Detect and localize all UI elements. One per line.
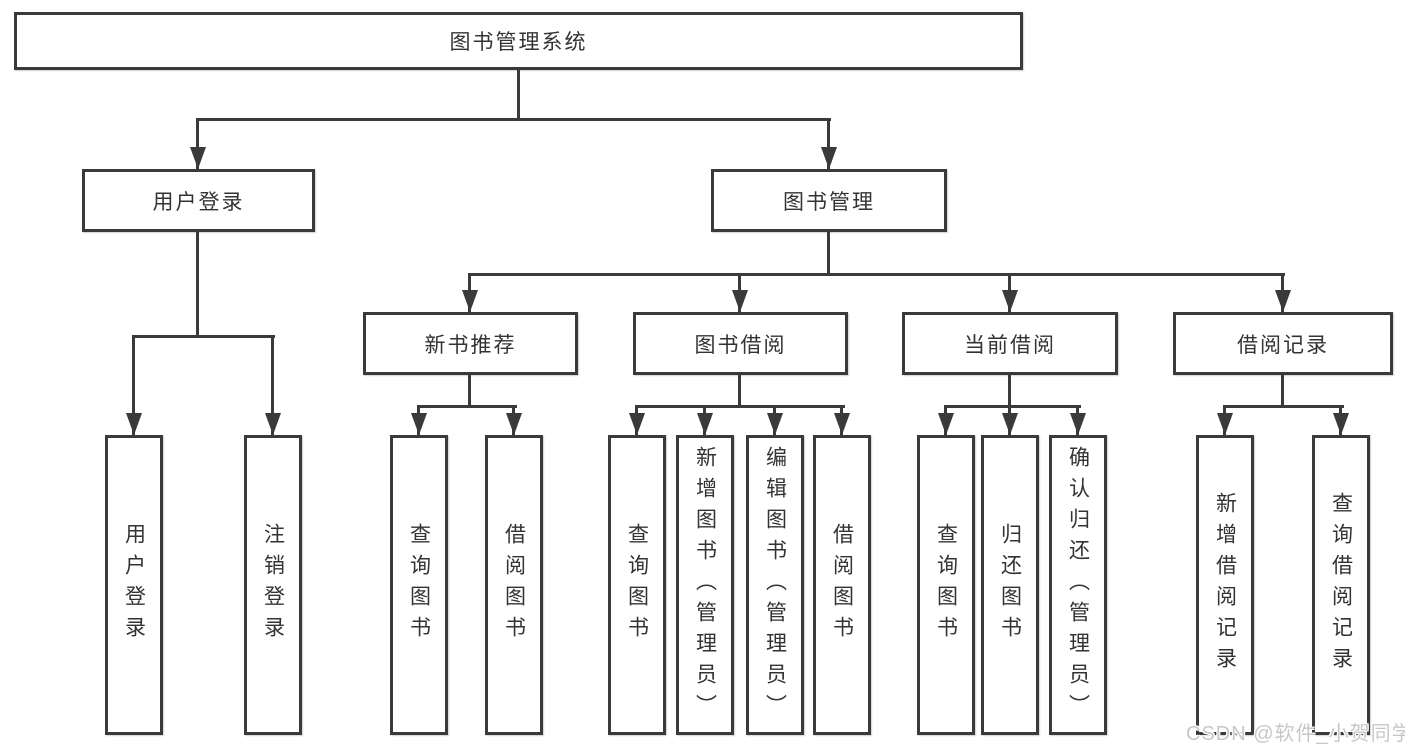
node-book-management: 图书管理 bbox=[711, 169, 947, 232]
arrow-g2-query-books bbox=[417, 405, 420, 435]
leaf-g4-return-books: 归还图书 bbox=[981, 435, 1039, 735]
arrow-g4-query-books bbox=[944, 405, 947, 435]
arrow-to-book-borrow bbox=[738, 273, 741, 312]
connector-new-book-stub bbox=[468, 375, 471, 407]
arrow-g2-borrow-books bbox=[512, 405, 515, 435]
arrow-g4-return-books bbox=[1008, 405, 1011, 435]
node-book-borrow: 图书借阅 bbox=[633, 312, 848, 375]
leaf-g4-query-books-label: 查询图书 bbox=[934, 523, 958, 647]
node-borrow-records-label: 借阅记录 bbox=[1237, 333, 1329, 357]
leaf-user-login: 用户登录 bbox=[105, 435, 163, 735]
arrow-to-current-borrow bbox=[1008, 273, 1011, 312]
csdn-watermark: CSDN @软件_小贺同学 bbox=[1186, 723, 1405, 745]
leaf-g4-confirm-return-admin: 确认归还（管理员） bbox=[1049, 435, 1107, 735]
node-current-borrow: 当前借阅 bbox=[902, 312, 1118, 375]
node-book-borrow-label: 图书借阅 bbox=[694, 333, 787, 357]
arrow-g3-query-books bbox=[635, 405, 638, 435]
leaf-g2-query-books: 查询图书 bbox=[390, 435, 448, 735]
arrow-to-new-book-recommend bbox=[468, 273, 471, 312]
arrow-to-book-management bbox=[827, 118, 830, 169]
arrow-to-leaf-user-login bbox=[132, 335, 135, 435]
arrow-to-borrow-records bbox=[1281, 273, 1284, 312]
connector-book-borrow-rail bbox=[636, 405, 845, 408]
leaf-g3-edit-books-admin-label: 编辑图书（管理员） bbox=[763, 445, 787, 725]
connector-borrow-records-rail bbox=[1224, 405, 1344, 408]
leaf-g3-add-books-admin: 新增图书（管理员） bbox=[676, 435, 734, 735]
leaf-g4-return-books-label: 归还图书 bbox=[998, 523, 1022, 647]
node-root-label: 图书管理系统 bbox=[449, 31, 588, 54]
node-user-login: 用户登录 bbox=[82, 169, 315, 232]
arrow-g5-add-record bbox=[1223, 405, 1226, 435]
node-current-borrow-label: 当前借阅 bbox=[964, 333, 1056, 357]
arrow-to-user-login bbox=[196, 118, 199, 169]
leaf-g5-query-borrow-record-label: 查询借阅记录 bbox=[1329, 492, 1353, 678]
leaf-logout-label: 注销登录 bbox=[261, 523, 285, 647]
connector-root-stub bbox=[517, 70, 520, 118]
leaf-g2-query-books-label: 查询图书 bbox=[407, 523, 431, 647]
connector-level3-rail bbox=[469, 273, 1285, 276]
leaf-g4-confirm-return-admin-label: 确认归还（管理员） bbox=[1066, 445, 1090, 725]
arrow-g3-add-books bbox=[703, 405, 706, 435]
arrow-g3-edit-books bbox=[773, 405, 776, 435]
leaf-user-login-label: 用户登录 bbox=[122, 523, 146, 647]
leaf-g3-borrow-books: 借阅图书 bbox=[813, 435, 871, 735]
leaf-g2-borrow-books: 借阅图书 bbox=[485, 435, 543, 735]
leaf-g5-add-borrow-record: 新增借阅记录 bbox=[1196, 435, 1254, 735]
connector-book-management-stub bbox=[827, 232, 830, 276]
connector-level2-rail bbox=[197, 118, 831, 121]
leaf-g4-query-books: 查询图书 bbox=[917, 435, 975, 735]
connector-user-login-rail bbox=[133, 335, 275, 338]
node-new-book-recommend-label: 新书推荐 bbox=[424, 333, 517, 357]
leaf-g2-borrow-books-label: 借阅图书 bbox=[502, 523, 526, 647]
connector-current-borrow-rail bbox=[945, 405, 1081, 408]
leaf-g3-borrow-books-label: 借阅图书 bbox=[830, 523, 854, 647]
node-root-system: 图书管理系统 bbox=[14, 12, 1023, 70]
node-new-book-recommend: 新书推荐 bbox=[363, 312, 578, 375]
leaf-g5-add-borrow-record-label: 新增借阅记录 bbox=[1213, 492, 1237, 678]
connector-book-borrow-stub bbox=[738, 375, 741, 407]
arrow-g3-borrow-books bbox=[840, 405, 843, 435]
leaf-g3-edit-books-admin: 编辑图书（管理员） bbox=[746, 435, 804, 735]
leaf-g3-query-books: 查询图书 bbox=[608, 435, 666, 735]
leaf-g3-add-books-admin-label: 新增图书（管理员） bbox=[693, 445, 717, 725]
arrow-g5-query-record bbox=[1339, 405, 1342, 435]
leaf-g5-query-borrow-record: 查询借阅记录 bbox=[1312, 435, 1370, 735]
connector-new-book-rail bbox=[418, 405, 517, 408]
connector-user-login-stub bbox=[196, 232, 199, 338]
connector-borrow-records-stub bbox=[1281, 375, 1284, 407]
arrow-to-leaf-logout bbox=[271, 335, 274, 435]
node-book-management-label: 图书管理 bbox=[783, 190, 875, 214]
arrow-g4-confirm-return bbox=[1076, 405, 1079, 435]
leaf-logout: 注销登录 bbox=[244, 435, 302, 735]
node-user-login-label: 用户登录 bbox=[152, 190, 245, 214]
node-borrow-records: 借阅记录 bbox=[1173, 312, 1393, 375]
leaf-g3-query-books-label: 查询图书 bbox=[625, 523, 649, 647]
connector-current-borrow-stub bbox=[1008, 375, 1011, 407]
